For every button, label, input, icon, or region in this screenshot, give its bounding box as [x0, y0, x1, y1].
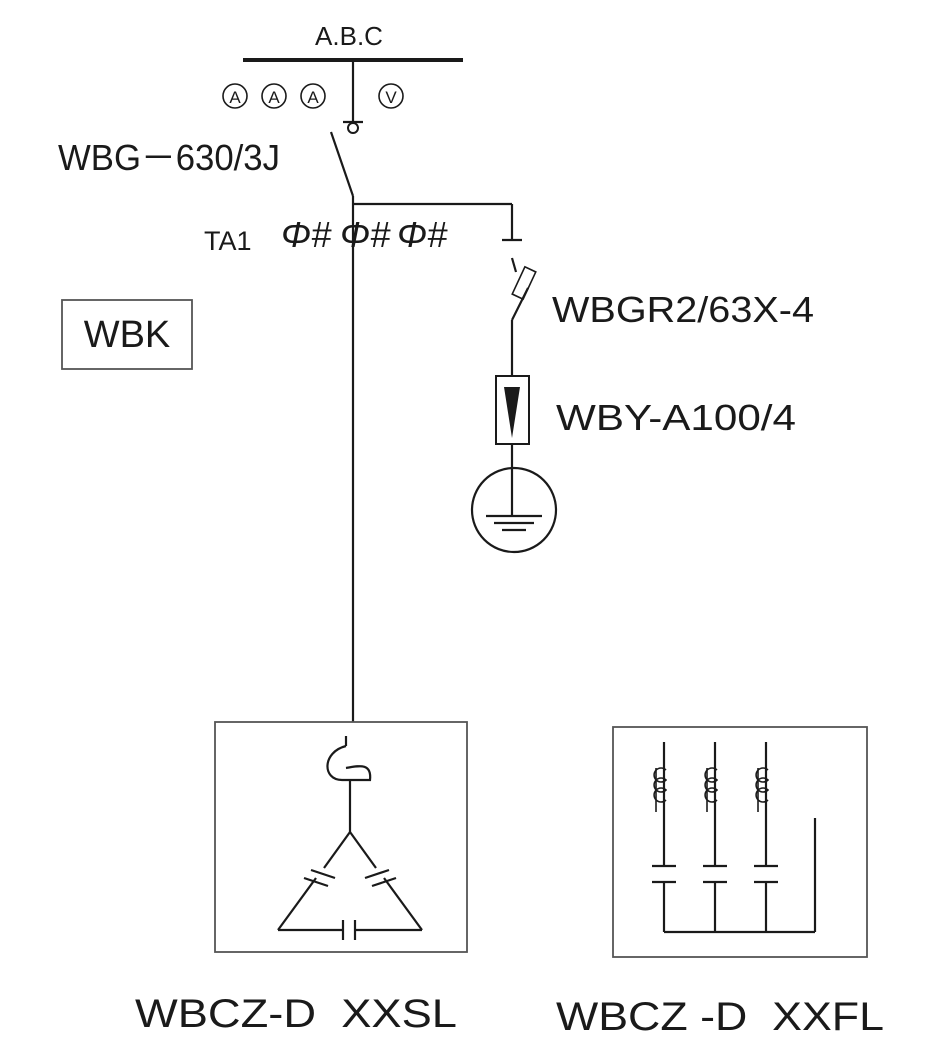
ammeter-1: A [222, 83, 248, 109]
switch-blade [329, 131, 355, 197]
fuse-label: WBGR2/63X-4 [552, 289, 814, 330]
fuse-lead-top [510, 257, 518, 273]
unit-xxsl-label: WBCZ-D XXSL [135, 992, 457, 1036]
busbar-label: A.B.C [315, 21, 383, 51]
switch-contact [347, 122, 359, 134]
unit-xxsl-symbol [277, 736, 423, 940]
voltmeter: V [378, 83, 404, 109]
ammeter-1-label: A [229, 88, 241, 107]
voltmeter-label: V [385, 88, 397, 107]
unit-xxfl-box [612, 726, 868, 958]
arrester-arrow [504, 387, 520, 438]
arrester-label: WBY-A100/4 [556, 397, 796, 438]
unit-xxsl-box [214, 721, 468, 953]
switch-label: WBG－630/3J [58, 137, 280, 178]
panel-tag-label: WBK [84, 314, 171, 356]
ct-symbol-3: Φ# [397, 214, 448, 255]
ammeter-2-label: A [268, 88, 280, 107]
fuse-blade [511, 287, 529, 321]
ammeter-3: A [300, 83, 326, 109]
ammeter-2: A [261, 83, 287, 109]
unit-xxfl-symbol [652, 742, 817, 934]
ct-label: TA1 [204, 226, 252, 256]
fuse-body [511, 265, 537, 301]
ct-symbol-2: Φ# [340, 214, 391, 255]
ground-circle [470, 466, 558, 554]
unit-xxfl-label: WBCZ -D XXFL [556, 995, 884, 1039]
ammeter-3-label: A [307, 88, 319, 107]
panel-tag-box [61, 299, 193, 370]
ct-symbol-1: Φ# [281, 214, 332, 255]
